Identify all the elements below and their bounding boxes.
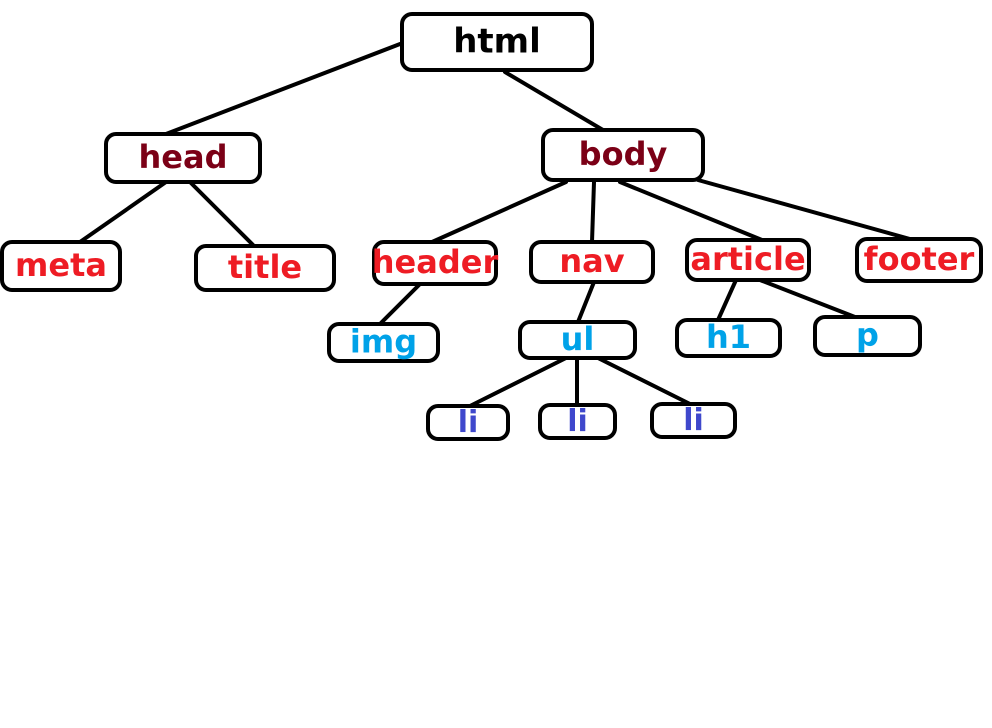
edge-ul-to-li-3 xyxy=(596,356,692,406)
node-label-footer: footer xyxy=(864,240,975,278)
node-box-ul xyxy=(518,320,637,360)
edge-body-to-footer xyxy=(696,178,912,241)
node-box-li-2 xyxy=(538,403,617,440)
node-header: header xyxy=(372,240,499,286)
node-box-meta xyxy=(0,240,122,292)
node-label-header: header xyxy=(372,243,499,281)
node-box-html xyxy=(400,12,594,72)
node-box-h1 xyxy=(675,318,782,358)
edge-html-to-head xyxy=(164,42,402,136)
node-label-article: article xyxy=(690,240,805,278)
node-box-nav xyxy=(529,240,655,284)
node-box-p xyxy=(813,315,922,357)
node-li-3: li xyxy=(650,402,737,439)
edge-nav-to-ul xyxy=(576,280,596,324)
node-li-1: li xyxy=(426,404,510,441)
node-box-body xyxy=(541,128,705,182)
edge-ul-to-li-1 xyxy=(468,356,568,408)
edge-head-to-title xyxy=(188,180,256,248)
tree-edges xyxy=(78,42,912,408)
node-title: title xyxy=(194,244,336,292)
node-label-ul: ul xyxy=(561,320,595,358)
edge-head-to-meta xyxy=(78,180,168,244)
node-label-html: html xyxy=(453,22,541,62)
node-li-2: li xyxy=(538,403,617,440)
edge-article-to-h1 xyxy=(716,278,738,322)
node-box-li-1 xyxy=(426,404,510,441)
edge-body-to-article xyxy=(618,180,764,242)
edge-html-to-body xyxy=(503,70,605,132)
node-label-body: body xyxy=(579,135,668,173)
edge-body-to-nav xyxy=(590,180,596,244)
node-box-img xyxy=(327,322,440,363)
node-label-head: head xyxy=(139,138,228,176)
node-label-nav: nav xyxy=(559,242,624,280)
node-box-article xyxy=(685,238,811,282)
node-label-title: title xyxy=(228,248,302,286)
edge-body-to-header xyxy=(430,180,568,244)
edge-header-to-img xyxy=(378,282,422,326)
node-body: body xyxy=(541,128,705,182)
node-footer: footer xyxy=(855,237,983,283)
node-p: p xyxy=(813,315,922,357)
node-label-img: img xyxy=(350,323,417,361)
node-label-p: p xyxy=(856,316,879,354)
node-box-header xyxy=(372,240,498,286)
node-img: img xyxy=(327,322,440,363)
node-ul: ul xyxy=(518,320,637,360)
node-label-li-1: li xyxy=(458,405,479,440)
node-head: head xyxy=(104,132,262,184)
node-article: article xyxy=(685,238,811,282)
node-box-head xyxy=(104,132,262,184)
node-nav: nav xyxy=(529,240,655,284)
node-box-title xyxy=(194,244,336,292)
node-box-li-3 xyxy=(650,402,737,439)
node-h1: h1 xyxy=(675,318,782,358)
node-label-h1: h1 xyxy=(706,318,751,356)
tree-nodes: html head body meta title header nav article foo… xyxy=(0,12,983,441)
node-html: html xyxy=(400,12,594,72)
node-meta: meta xyxy=(0,240,122,292)
node-label-li-2: li xyxy=(567,404,588,439)
node-label-li-3: li xyxy=(683,403,704,438)
node-label-meta: meta xyxy=(15,246,107,284)
edge-article-to-p xyxy=(758,278,857,319)
node-box-footer xyxy=(855,237,983,283)
